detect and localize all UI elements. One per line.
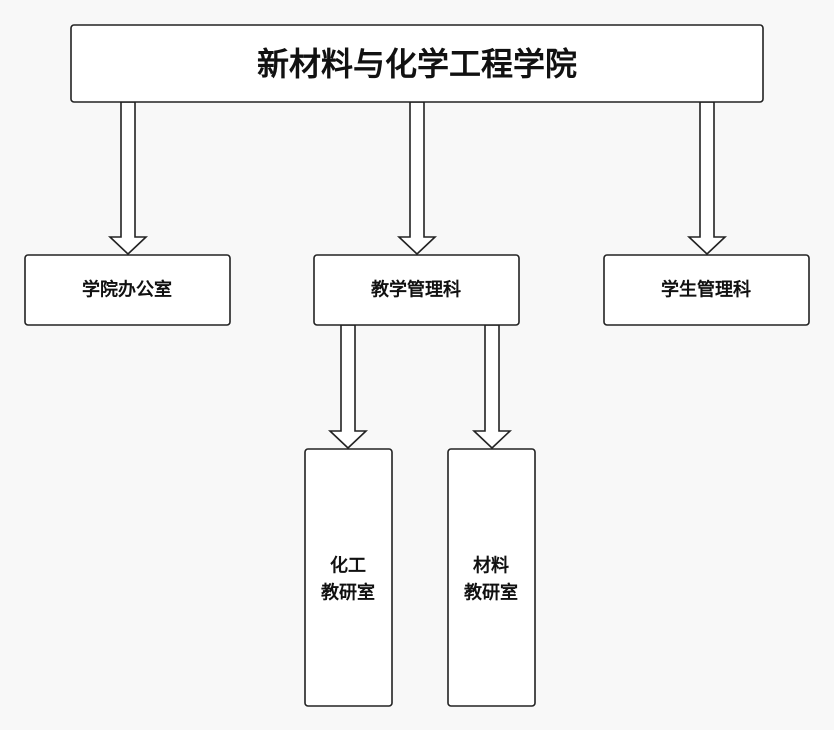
department-node-office: 学院办公室: [24, 254, 231, 326]
subunit-box: [447, 448, 536, 707]
subunit-box: [304, 448, 393, 707]
root-box: [70, 24, 764, 103]
subunit-label-line1: 材料: [473, 555, 509, 577]
root-label: 新材料与化学工程学院: [257, 45, 577, 83]
department-box: [313, 254, 520, 326]
arrow-root-to-teaching: [396, 101, 438, 256]
arrow-teaching-to-materials: [471, 324, 513, 450]
subunit-label-line1: 化工: [330, 555, 366, 577]
arrow-root-to-office: [107, 101, 149, 256]
arrow-teaching-to-chem: [327, 324, 369, 450]
root-node: 新材料与化学工程学院: [70, 24, 764, 103]
department-label: 学院办公室: [82, 279, 172, 301]
arrow-root-to-student: [686, 101, 728, 256]
subunit-node-chemical: 化工 教研室: [304, 448, 393, 707]
department-box: [24, 254, 231, 326]
department-label: 学生管理科: [661, 279, 751, 301]
department-node-student: 学生管理科: [603, 254, 810, 326]
department-box: [603, 254, 810, 326]
subunit-label-line2: 教研室: [464, 582, 518, 604]
subunit-label-line2: 教研室: [321, 582, 375, 604]
department-label: 教学管理科: [371, 279, 461, 301]
department-node-teaching: 教学管理科: [313, 254, 520, 326]
subunit-node-materials: 材料 教研室: [447, 448, 536, 707]
